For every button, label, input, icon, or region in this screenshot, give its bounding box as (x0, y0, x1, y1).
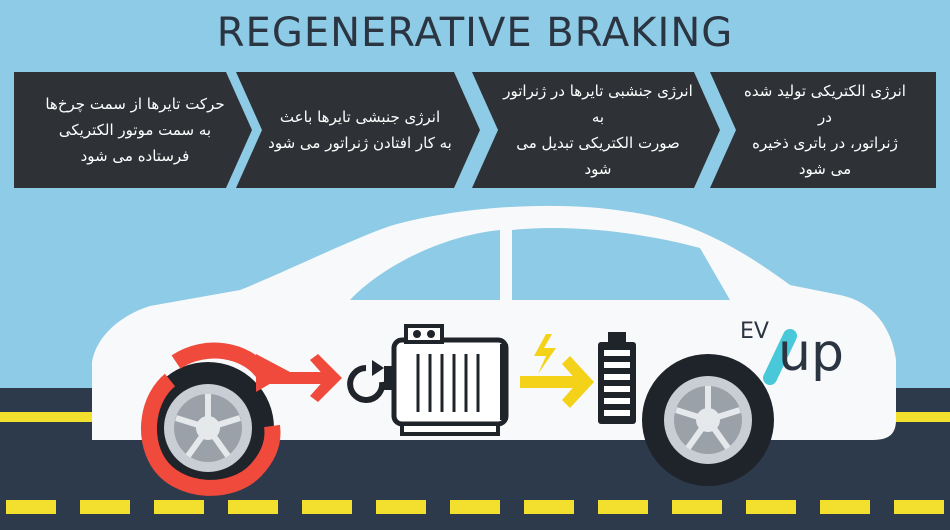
logo-up-text: up (778, 323, 844, 383)
wheel-icon (142, 362, 274, 494)
step-3-text: انرژی جنشبی تایرها در ژنراتور به صورت ال… (503, 82, 693, 178)
step-banner-3 (472, 72, 720, 188)
lightning-icon (534, 334, 556, 374)
ev-up-logo: EV up (740, 319, 844, 385)
step-banner-4 (710, 72, 936, 188)
rear-wheel-icon (642, 354, 774, 486)
car-window-rear (512, 228, 730, 300)
logo-ev-text: EV (740, 319, 769, 344)
rotation-arrow-icon (347, 360, 386, 403)
step-4: انرژی الکتریکی تولید شده در ژنراتور، در … (710, 72, 936, 188)
step-banner-2 (236, 72, 480, 188)
step-banner-1 (14, 72, 252, 188)
battery-icon (598, 332, 636, 424)
step-2: انرژی جنبشی تایرها باعث به کار افتادن ژن… (236, 72, 480, 188)
arrow-to-battery-icon (520, 356, 594, 408)
step-1-text: حرکت تایرها از سمت چرخ‌ها به سمت موتور ا… (45, 95, 225, 165)
motor-icon (384, 324, 509, 436)
road-dashes (6, 500, 944, 514)
car-window-front (350, 230, 500, 300)
page-title: REGENERATIVE BRAKING (216, 10, 734, 56)
step-1: حرکت تایرها از سمت چرخ‌ها به سمت موتور ا… (14, 72, 252, 188)
arrow-to-motor-icon (268, 354, 342, 402)
step-3: انرژی جنشبی تایرها در ژنراتور به صورت ال… (472, 72, 720, 188)
step-4-text: انرژی الکتریکی تولید شده در ژنراتور، در … (744, 82, 906, 178)
step-2-text: انرژی جنبشی تایرها باعث به کار افتادن ژن… (268, 108, 452, 152)
